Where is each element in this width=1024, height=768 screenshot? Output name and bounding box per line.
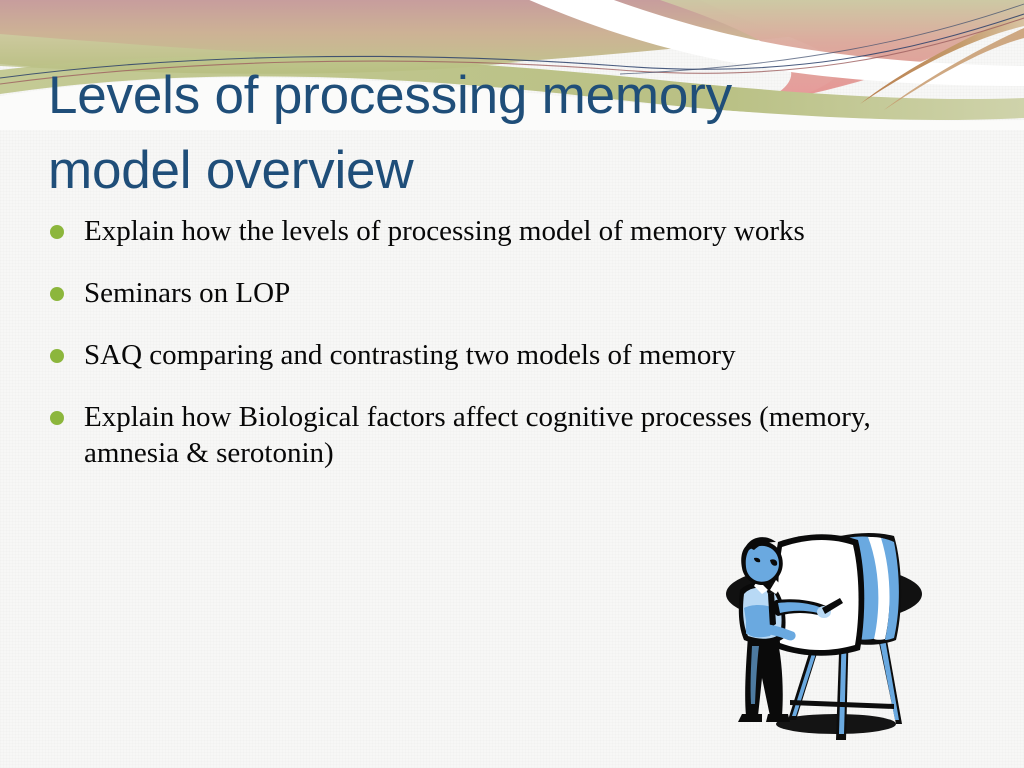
presenter-trouser-highlight: [750, 646, 759, 704]
bullet-dot-icon: [50, 348, 64, 363]
easel-centre-leg-highlight: [839, 628, 847, 734]
presenter-collar-right: [770, 580, 782, 594]
list-item-text: SAQ comparing and contrasting two models…: [84, 338, 736, 371]
man-presenting-at-flipchart-clipart: [726, 533, 922, 740]
bullet-list: Explain how the levels of processing mod…: [50, 214, 950, 472]
presenter-tie: [768, 592, 776, 628]
list-item-text: Explain how the levels of processing mod…: [84, 215, 805, 247]
bullet-dot-icon: [50, 410, 64, 425]
bullet-dot-icon: [50, 286, 64, 301]
list-item-text: Seminars on LOP: [84, 276, 291, 309]
presenter-arm: [778, 602, 823, 613]
presenter-face-detail: [770, 559, 778, 566]
presenter-shoe-left: [738, 714, 762, 722]
presenter-eye: [754, 557, 761, 563]
easel-cross-bar: [790, 700, 894, 709]
presenter-hair: [746, 537, 776, 550]
ground-shadow: [776, 714, 896, 734]
bullet-dot-icon: [50, 225, 64, 239]
flipchart-page-stack-stripe-b: [868, 537, 890, 640]
presenter-head: [745, 545, 779, 582]
presenter-shoe-right: [766, 714, 790, 722]
list-item: SAQ comparing and contrasting two models…: [50, 338, 950, 374]
page-title: Levels of processing memory model overvi…: [48, 66, 732, 201]
marker-pen-icon: [822, 598, 843, 614]
title-block: Levels of processing memory model overvi…: [48, 58, 928, 209]
presenter-tie-knot: [764, 584, 774, 594]
list-item: Seminars on LOP: [50, 276, 950, 312]
flipchart-front-page: [777, 539, 859, 651]
presenter-lower-arm: [746, 622, 796, 641]
list-item: Explain how Biological factors affect co…: [50, 400, 950, 472]
list-item-text: Explain how Biological factors affect co…: [84, 400, 871, 469]
list-item: Explain how the levels of processing mod…: [50, 214, 950, 250]
flipchart-page-stack-stripe-c: [881, 538, 899, 640]
